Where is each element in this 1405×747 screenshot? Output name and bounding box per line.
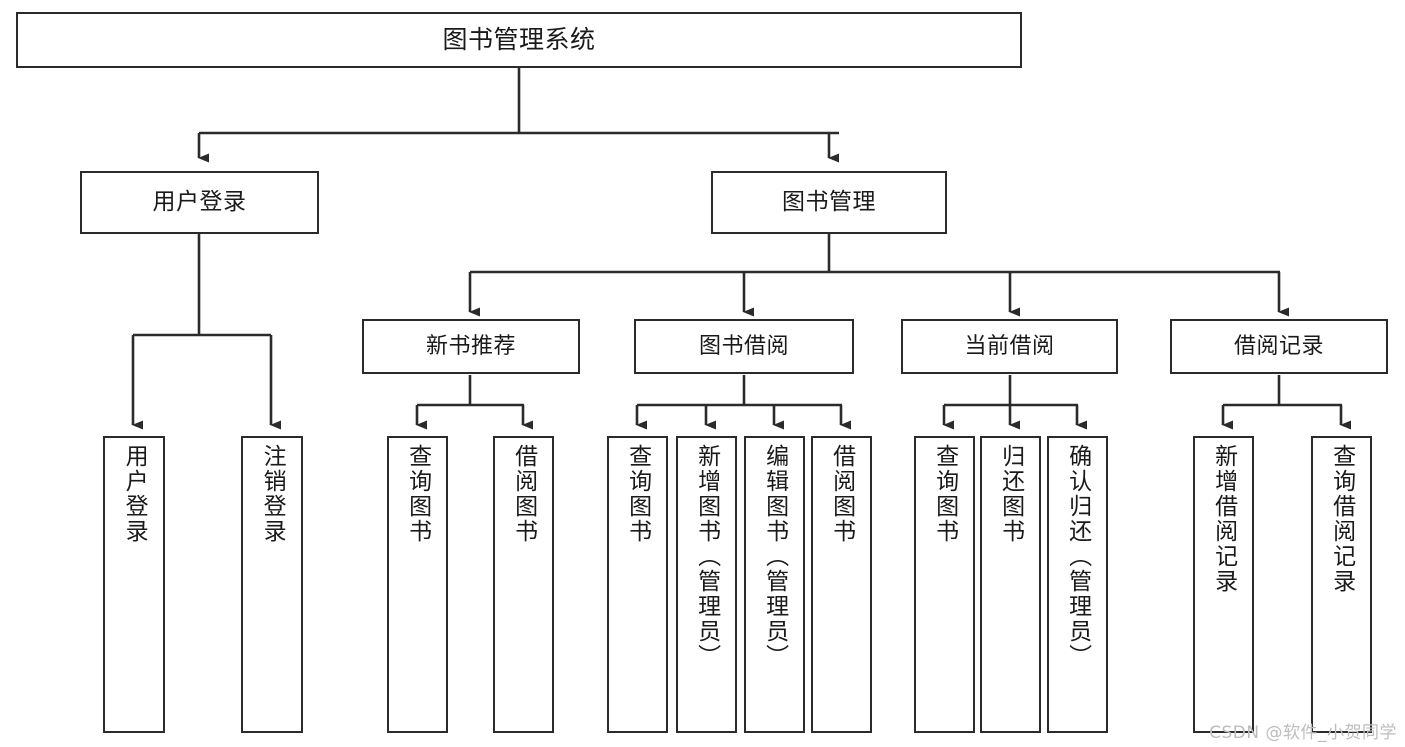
node-leaf-query-borrow-record[interactable]: 查询借阅记录	[1311, 436, 1372, 733]
node-user-login[interactable]: 用户登录	[80, 171, 319, 234]
node-borrow-record-label: 借阅记录	[1233, 333, 1324, 359]
node-leaf-user-login[interactable]: 用户登录	[103, 436, 165, 733]
node-leaf-query-book-recommend-label: 查询图书	[404, 444, 431, 544]
node-root[interactable]: 图书管理系统	[16, 12, 1022, 68]
node-leaf-query-book-current[interactable]: 查询图书	[914, 436, 975, 733]
node-leaf-logout-login-label: 注销登录	[259, 444, 286, 544]
node-new-book-recommend-label: 新书推荐	[425, 333, 516, 359]
node-current-borrow[interactable]: 当前借阅	[901, 319, 1118, 374]
node-leaf-borrow-book-recommend-label: 借阅图书	[510, 444, 537, 544]
node-leaf-logout-login[interactable]: 注销登录	[241, 436, 303, 733]
node-leaf-query-book-current-label: 查询图书	[931, 444, 958, 544]
node-leaf-query-book-borrow[interactable]: 查询图书	[607, 436, 668, 733]
node-leaf-add-borrow-record-label: 新增借阅记录	[1210, 444, 1237, 594]
node-leaf-borrow-book-label: 借阅图书	[828, 444, 855, 544]
node-root-label: 图书管理系统	[442, 25, 596, 55]
node-leaf-edit-book-admin[interactable]: 编辑图书（管理员）	[744, 436, 805, 733]
node-leaf-add-book-admin-label: 新增图书（管理员）	[693, 444, 720, 669]
node-leaf-confirm-return-admin[interactable]: 确认归还（管理员）	[1047, 436, 1108, 733]
node-leaf-return-book[interactable]: 归还图书	[980, 436, 1041, 733]
node-book-manage-label: 图书管理	[782, 188, 876, 215]
node-leaf-borrow-book[interactable]: 借阅图书	[811, 436, 872, 733]
node-new-book-recommend[interactable]: 新书推荐	[362, 319, 580, 374]
node-leaf-add-book-admin[interactable]: 新增图书（管理员）	[676, 436, 737, 733]
node-leaf-confirm-return-admin-label: 确认归还（管理员）	[1064, 444, 1091, 669]
node-leaf-query-book-recommend[interactable]: 查询图书	[387, 436, 448, 733]
node-leaf-query-borrow-record-label: 查询借阅记录	[1328, 444, 1355, 594]
node-book-borrow-label: 图书借阅	[698, 333, 789, 359]
node-leaf-user-login-label: 用户登录	[121, 444, 148, 544]
node-leaf-edit-book-admin-label: 编辑图书（管理员）	[761, 444, 788, 669]
node-borrow-record[interactable]: 借阅记录	[1170, 319, 1388, 374]
node-leaf-return-book-label: 归还图书	[997, 444, 1024, 544]
node-leaf-query-book-borrow-label: 查询图书	[624, 444, 651, 544]
node-leaf-add-borrow-record[interactable]: 新增借阅记录	[1193, 436, 1254, 733]
node-leaf-borrow-book-recommend[interactable]: 借阅图书	[493, 436, 554, 733]
node-book-borrow[interactable]: 图书借阅	[634, 319, 854, 374]
csdn-watermark: CSDN @软件_小贺同学	[1209, 723, 1397, 743]
node-current-borrow-label: 当前借阅	[964, 333, 1055, 359]
node-book-manage[interactable]: 图书管理	[711, 171, 947, 234]
node-user-login-label: 用户登录	[152, 188, 247, 215]
